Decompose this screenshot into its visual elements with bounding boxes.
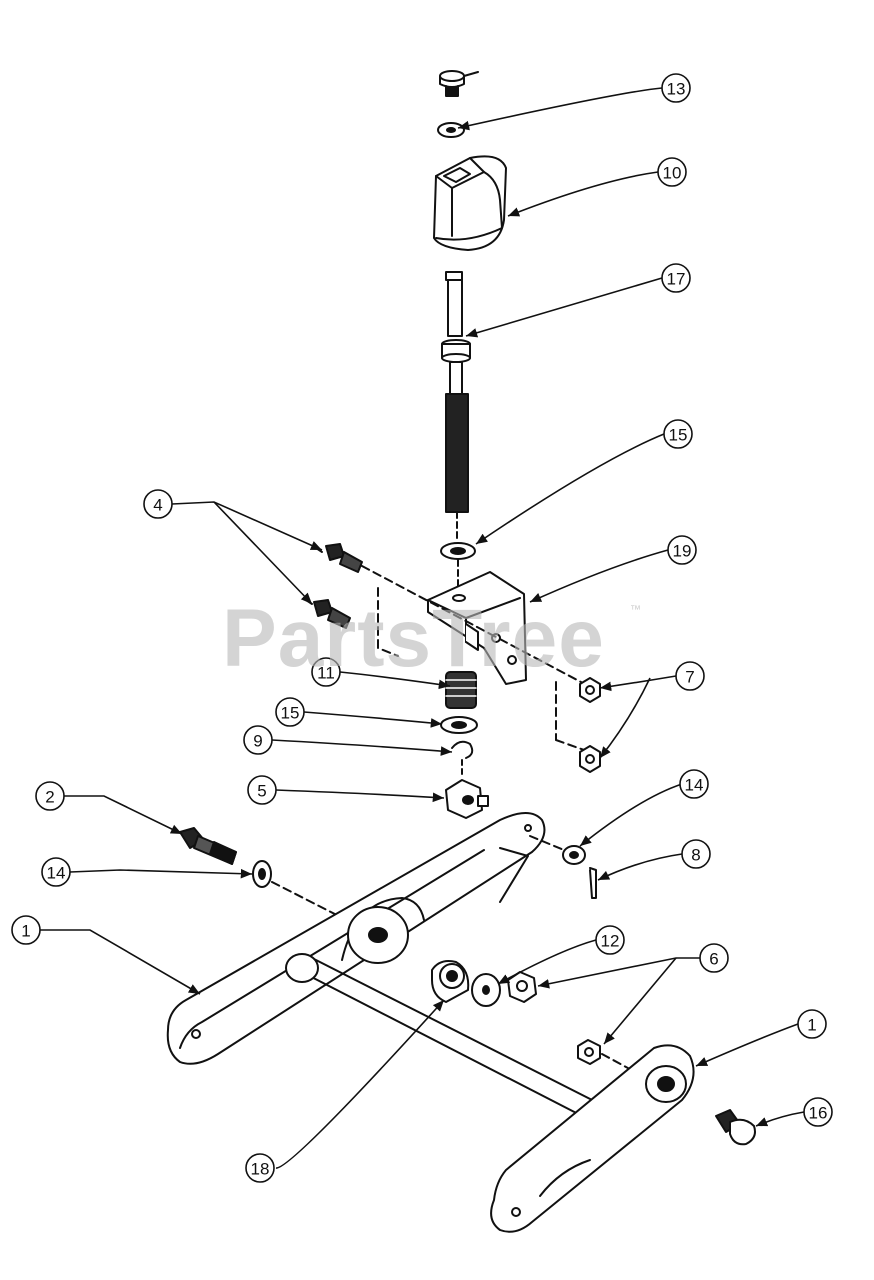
callout-label-1-right: 1 [807,1016,816,1035]
callout-circle-9 [243,725,273,755]
part-15-washer-upper [440,542,476,560]
callout-circle-6 [699,943,729,973]
callout-circle-19 [667,535,697,565]
callout-circle-16 [803,1097,833,1127]
callout-label-13: 13 [667,80,686,99]
callout-label-19: 19 [673,542,692,561]
part-8-cotter-pin [589,867,597,899]
part-14-washer-right [562,845,586,865]
part-6-nut-lower [577,1039,601,1065]
callout-label-15-upper: 15 [669,426,688,445]
callout-leaders [40,87,805,1169]
callout-circle-14-right [679,769,709,799]
part-14-washer-left [252,860,272,888]
part-13-screw [439,70,479,97]
callout-label-12: 12 [601,932,620,951]
callout-circle-4 [143,489,173,519]
callout-circle-15-upper [663,419,693,449]
callout-circle-7 [675,661,705,691]
part-5-swivel [445,779,489,819]
callout-circle-2 [35,781,65,811]
callout-circle-8 [681,839,711,869]
callout-label-7: 7 [685,668,694,687]
callout-label-15-lower: 15 [281,704,300,723]
callout-label-5: 5 [257,782,266,801]
callout-label-10: 10 [663,164,682,183]
part-17-threaded-rod [441,271,471,541]
part-2-bolt [179,827,237,865]
callout-circle-5 [247,775,277,805]
part-7-nut-upper [579,677,601,703]
callout-label-9: 9 [253,732,262,751]
callout-circle-17 [661,263,691,293]
part-1-arm-left [166,812,546,1065]
part-12-washer [471,973,501,1007]
part-10-knob [433,155,507,251]
part-16-bolt [715,1109,756,1146]
part-4-bolt-lower [305,599,351,629]
callout-label-14-right: 14 [685,776,704,795]
callout-circle-1-left [11,915,41,945]
part-15-washer-lower [440,716,478,734]
callout-label-11: 11 [317,664,335,683]
callout-circle-18 [245,1153,275,1183]
callout-circle-12 [595,925,625,955]
callout-label-1-left: 1 [21,922,30,941]
part-4-bolt-upper [315,543,363,573]
callout-circles [11,73,833,1183]
callout-label-18: 18 [251,1160,270,1179]
callout-label-4: 4 [153,496,162,515]
callout-label-17: 17 [667,270,686,289]
callout-label-8: 8 [691,846,700,865]
callout-circle-11 [311,657,341,687]
part-9-clip [451,740,474,759]
trademark-symbol: ™ [630,604,641,616]
callout-circle-14-left [41,857,71,887]
callout-circle-10 [657,157,687,187]
callout-circle-13 [661,73,691,103]
callout-label-6: 6 [709,950,718,969]
callout-label-14-left: 14 [47,864,66,883]
part-7-nut-lower [579,745,601,773]
part-13-washer [437,122,465,138]
callout-circle-15-lower [275,697,305,727]
callout-label-2: 2 [45,788,54,807]
parts-drawing [166,70,756,1233]
partstree-watermark: PartsTree [222,593,605,684]
part-18-bushing [431,960,470,1003]
part-1-arm-right [490,1044,695,1233]
callout-labels: 13 10 17 15 4 19 7 11 15 9 5 14 8 2 14 1… [21,80,827,1179]
callout-circle-1-right [797,1009,827,1039]
callout-label-16: 16 [809,1104,828,1123]
part-11-spring [445,671,477,709]
